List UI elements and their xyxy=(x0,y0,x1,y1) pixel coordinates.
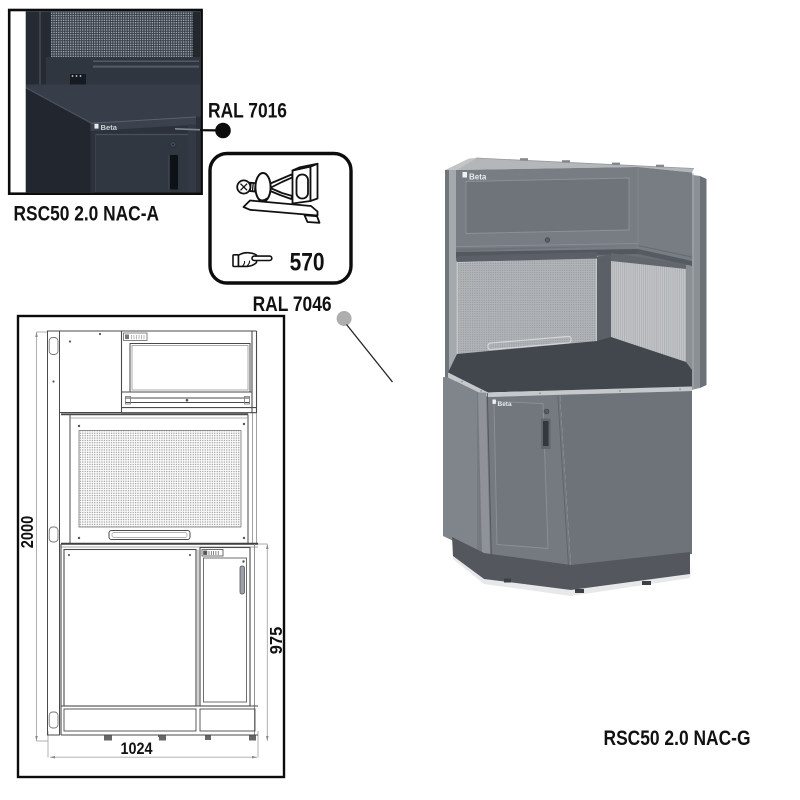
svg-text:RSC50 2.0 NAC-G: RSC50 2.0 NAC-G xyxy=(604,727,751,750)
svg-text:RAL 7016: RAL 7016 xyxy=(208,99,287,122)
svg-text:Beta: Beta xyxy=(469,173,487,182)
svg-text:RSC50 2.0 NAC-A: RSC50 2.0 NAC-A xyxy=(14,203,160,226)
svg-text:Beta: Beta xyxy=(101,123,118,132)
svg-text:1024: 1024 xyxy=(121,740,153,758)
svg-text:975: 975 xyxy=(266,627,286,655)
svg-text:RAL 7046: RAL 7046 xyxy=(253,293,332,316)
svg-text:2000: 2000 xyxy=(17,516,37,548)
svg-text:570: 570 xyxy=(290,248,325,276)
svg-text:Beta: Beta xyxy=(498,401,512,408)
